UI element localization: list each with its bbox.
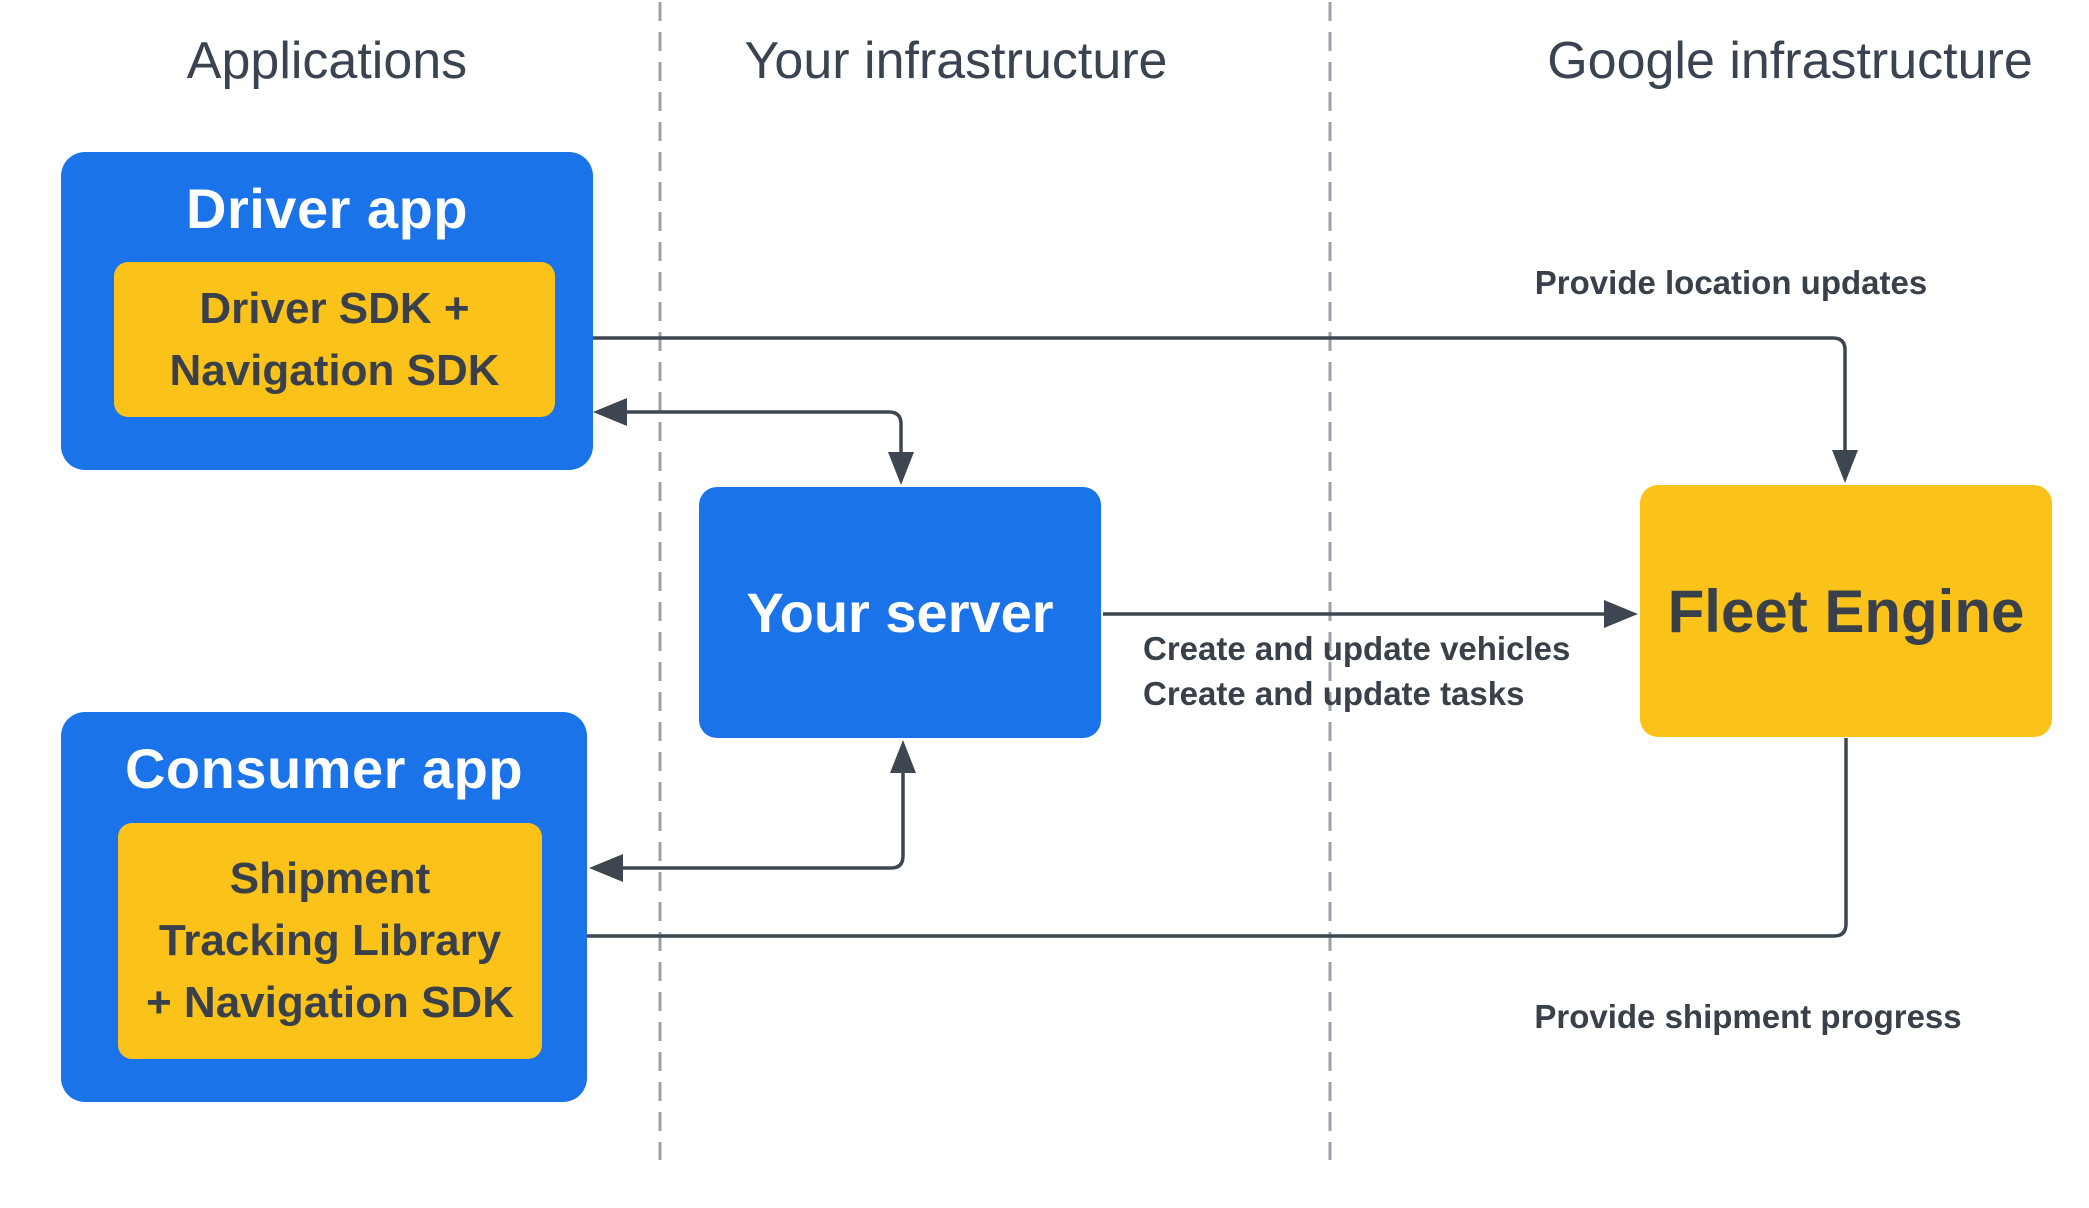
shipment-tracking-library-box: Shipment Tracking Library + Navigation S… bbox=[118, 823, 542, 1059]
label-create-update-tasks: Create and update tasks bbox=[1143, 675, 1525, 712]
your-server-title: Your server bbox=[746, 581, 1054, 644]
consumer-sdk-line-1: Shipment bbox=[229, 854, 431, 903]
label-create-update: Create and update vehicles Create and up… bbox=[1143, 626, 1570, 716]
arrow-your-server-fleet-engine bbox=[1103, 600, 1638, 628]
column-header-google-infrastructure: Google infrastructure bbox=[1547, 32, 2033, 90]
your-server-box: Your server bbox=[699, 487, 1101, 738]
driver-sdk-line-1: Driver SDK + bbox=[199, 283, 470, 333]
consumer-sdk-line-2: Tracking Library bbox=[158, 916, 502, 965]
arrow-fleet-engine-consumer-app bbox=[549, 738, 1848, 950]
driver-app-title: Driver app bbox=[186, 177, 468, 240]
fleet-engine-box: Fleet Engine bbox=[1640, 485, 2052, 737]
driver-sdk-box: Driver SDK + Navigation SDK bbox=[114, 262, 555, 417]
driver-sdk-line-2: Navigation SDK bbox=[169, 345, 500, 395]
label-provide-location-updates: Provide location updates bbox=[1534, 264, 1928, 301]
label-create-update-vehicles: Create and update vehicles bbox=[1143, 630, 1571, 667]
fleet-engine-title: Fleet Engine bbox=[1667, 577, 2025, 645]
consumer-sdk-line-3: + Navigation SDK bbox=[146, 978, 514, 1027]
column-header-your-infrastructure: Your infrastructure bbox=[744, 32, 1168, 90]
consumer-app-title: Consumer app bbox=[124, 737, 524, 800]
arrow-your-server-consumer-app bbox=[589, 740, 916, 882]
driver-app-box: Driver app Driver SDK + Navigation SDK bbox=[61, 152, 593, 470]
column-header-applications: Applications bbox=[186, 32, 468, 90]
arrow-driver-sdk-fleet-engine bbox=[555, 324, 1858, 483]
arrow-driver-app-your-server bbox=[593, 398, 914, 485]
label-provide-shipment-progress: Provide shipment progress bbox=[1534, 998, 1962, 1035]
consumer-app-box: Consumer app Shipment Tracking Library +… bbox=[61, 712, 587, 1102]
